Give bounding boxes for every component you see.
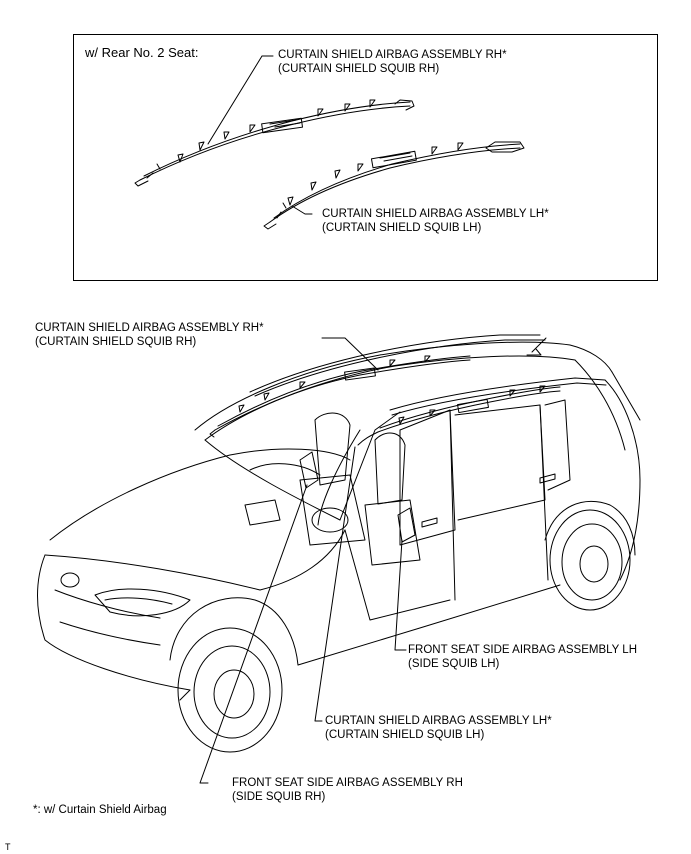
front-seat-side-airbag-rh [299, 451, 319, 489]
inset-title: w/ Rear No. 2 Seat: [85, 45, 199, 60]
label-front-seat-airbag-rh: FRONT SEAT SIDE AIRBAG ASSEMBLY RH (SIDE… [232, 776, 463, 804]
label-curtain-airbag-lh-line1: CURTAIN SHIELD AIRBAG ASSEMBLY LH* [325, 715, 552, 727]
vehicle-illustration [37, 334, 641, 753]
figure-mark: T [5, 842, 11, 852]
label-curtain-airbag-rh: CURTAIN SHIELD AIRBAG ASSEMBLY RH* (CURT… [35, 321, 264, 349]
inset-label-curtain-rh-line1: CURTAIN SHIELD AIRBAG ASSEMBLY RH* [278, 49, 507, 61]
label-front-seat-airbag-lh-line1: FRONT SEAT SIDE AIRBAG ASSEMBLY LH [408, 644, 638, 656]
inset-rear-no2-seat: w/ Rear No. 2 Seat: [73, 34, 658, 281]
inset-label-curtain-lh-line1: CURTAIN SHIELD AIRBAG ASSEMBLY LH* [322, 208, 549, 220]
inset-label-curtain-rh: CURTAIN SHIELD AIRBAG ASSEMBLY RH* (CURT… [278, 48, 507, 76]
inset-label-curtain-rh-line2: (CURTAIN SHIELD SQUIB RH) [278, 63, 440, 75]
inset-curtain-airbag-rh [134, 99, 415, 187]
label-curtain-airbag-lh-line2: (CURTAIN SHIELD SQUIB LH) [325, 729, 485, 741]
inset-label-curtain-lh: CURTAIN SHIELD AIRBAG ASSEMBLY LH* (CURT… [322, 207, 549, 235]
label-front-seat-airbag-rh-line1: FRONT SEAT SIDE AIRBAG ASSEMBLY RH [232, 777, 463, 789]
label-curtain-airbag-rh-line1: CURTAIN SHIELD AIRBAG ASSEMBLY RH* [35, 322, 264, 334]
label-front-seat-airbag-lh: FRONT SEAT SIDE AIRBAG ASSEMBLY LH (SIDE… [408, 643, 637, 671]
front-seat-side-airbag-lh [397, 507, 416, 543]
inset-label-curtain-lh-line2: (CURTAIN SHIELD SQUIB LH) [322, 222, 482, 234]
main-curtain-airbag-lh [357, 385, 561, 446]
main-curtain-airbag-rh [209, 355, 471, 438]
label-front-seat-airbag-rh-line2: (SIDE SQUIB RH) [232, 791, 326, 803]
label-front-seat-airbag-lh-line2: (SIDE SQUIB LH) [408, 658, 500, 670]
label-curtain-airbag-rh-line2: (CURTAIN SHIELD SQUIB RH) [35, 336, 197, 348]
inset-curtain-airbag-lh [263, 141, 525, 230]
footnote: *: w/ Curtain Shield Airbag [33, 804, 167, 816]
label-curtain-airbag-lh: CURTAIN SHIELD AIRBAG ASSEMBLY LH* (CURT… [325, 714, 552, 742]
